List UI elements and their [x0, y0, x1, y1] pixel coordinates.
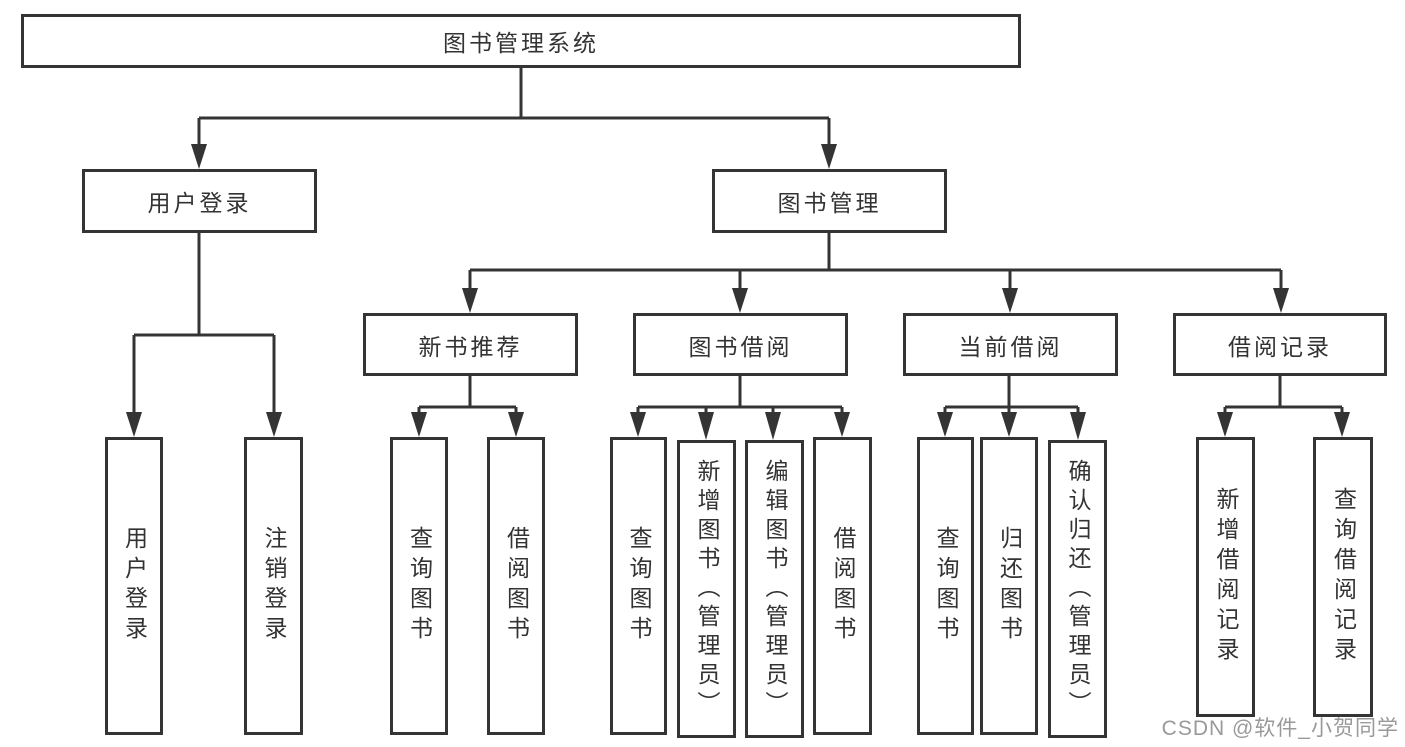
arrow-down-icon	[1002, 288, 1018, 313]
arrow-down-icon	[937, 412, 953, 437]
arrow-down-icon	[462, 288, 478, 313]
arrow-down-icon	[834, 412, 850, 437]
arrow-down-icon	[821, 144, 837, 169]
arrow-down-icon	[630, 412, 646, 437]
node-book-borrow: 图书借阅	[633, 313, 848, 376]
leaf-edit-books-admin: 编辑图书（管理员）	[745, 440, 804, 738]
node-new-book-recommend: 新书推荐	[363, 313, 578, 376]
leaf-confirm-return-admin: 确认归还（管理员）	[1048, 440, 1107, 738]
leaf-add-borrow-record: 新增借阅记录	[1196, 437, 1255, 717]
node-library-management-system: 图书管理系统	[21, 14, 1021, 68]
arrow-down-icon	[1334, 412, 1350, 437]
arrow-down-icon	[1273, 288, 1289, 313]
leaf-user-login: 用户登录	[105, 437, 163, 735]
leaf-query-books-current: 查询图书	[917, 437, 974, 735]
leaf-query-books-borrow: 查询图书	[610, 437, 667, 735]
arrow-down-icon	[1001, 412, 1017, 437]
node-borrow-records: 借阅记录	[1173, 313, 1387, 376]
leaf-add-books-admin: 新增图书（管理员）	[677, 440, 736, 738]
leaf-borrow-books-recommend: 借阅图书	[487, 437, 545, 735]
leaf-query-books-recommend: 查询图书	[390, 437, 448, 735]
node-current-borrow: 当前借阅	[903, 313, 1118, 376]
node-book-management: 图书管理	[712, 169, 947, 233]
connector-stems	[132, 68, 1344, 416]
arrow-down-icon	[266, 412, 282, 437]
leaf-return-books: 归还图书	[980, 437, 1038, 735]
arrow-down-icon	[508, 412, 524, 437]
arrow-down-icon	[698, 412, 714, 440]
node-user-login: 用户登录	[82, 169, 317, 233]
leaf-borrow-books: 借阅图书	[813, 437, 872, 735]
arrow-down-icon	[732, 288, 748, 313]
leaf-query-borrow-record: 查询借阅记录	[1313, 437, 1373, 717]
arrow-down-icon	[1070, 412, 1086, 440]
arrow-down-icon	[411, 412, 427, 437]
arrowheads	[126, 144, 1350, 440]
leaf-logout: 注销登录	[244, 437, 303, 735]
csdn-watermark: CSDN @软件_小贺同学	[1161, 717, 1399, 740]
arrow-down-icon	[765, 412, 781, 440]
arrow-down-icon	[126, 412, 142, 437]
arrow-down-icon	[191, 144, 207, 169]
arrow-down-icon	[1217, 412, 1233, 437]
